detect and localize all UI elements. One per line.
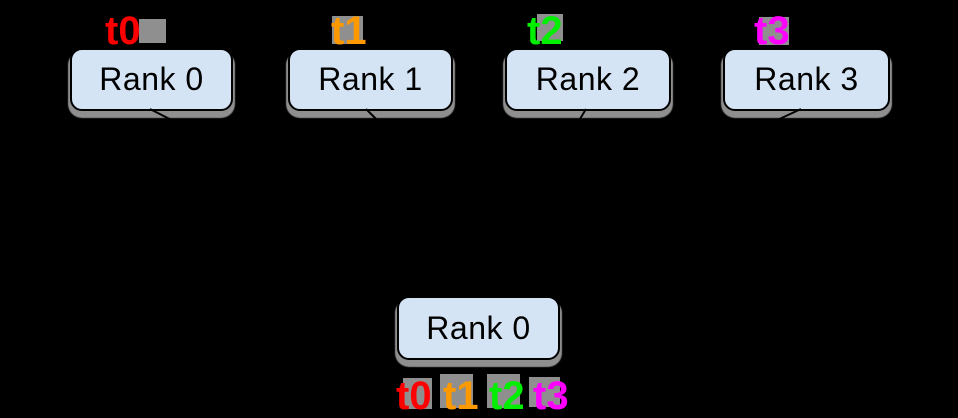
tag-shadow <box>529 377 560 407</box>
gathered-tag-t3: t3 <box>533 374 569 418</box>
tag-shadow <box>139 19 166 43</box>
rank0-destination-box: Rank 0 <box>397 296 560 360</box>
rank1-source-label: Rank 1 <box>318 61 423 97</box>
tag-shadow <box>537 14 563 41</box>
tag-shadow <box>403 378 432 409</box>
gather-arrow-rank3 <box>488 108 802 296</box>
tag-shadow <box>759 17 789 45</box>
gather-arrow-rank0 <box>149 108 473 296</box>
tag-shadow <box>487 374 520 408</box>
gather-arrow-rank2 <box>483 108 587 296</box>
rank2-source-box: Rank 2 <box>505 48 671 111</box>
rank1-source-box: Rank 1 <box>288 48 453 111</box>
gathered-tag-t0: t0 <box>396 374 432 418</box>
tensor-tag-t0: t0 <box>105 9 141 53</box>
gathered-tag-t1: t1 <box>443 374 479 418</box>
gathered-tag-t2: t2 <box>489 374 525 418</box>
rank0-source-label: Rank 0 <box>99 61 204 97</box>
rank2-source-label: Rank 2 <box>535 61 641 97</box>
rank0-destination-label: Rank 0 <box>426 309 531 346</box>
tensor-tag-t2: t2 <box>527 9 563 53</box>
rank3-source-label: Rank 3 <box>754 61 859 97</box>
rank3-source-box: Rank 3 <box>723 48 890 111</box>
rank0-source-box: Rank 0 <box>70 48 233 111</box>
tag-shadow <box>440 374 473 408</box>
tensor-tag-t3: t3 <box>754 9 790 53</box>
gather-arrow-rank1 <box>365 108 480 296</box>
tag-shadow <box>332 16 363 44</box>
tensor-tag-t1: t1 <box>331 9 367 53</box>
